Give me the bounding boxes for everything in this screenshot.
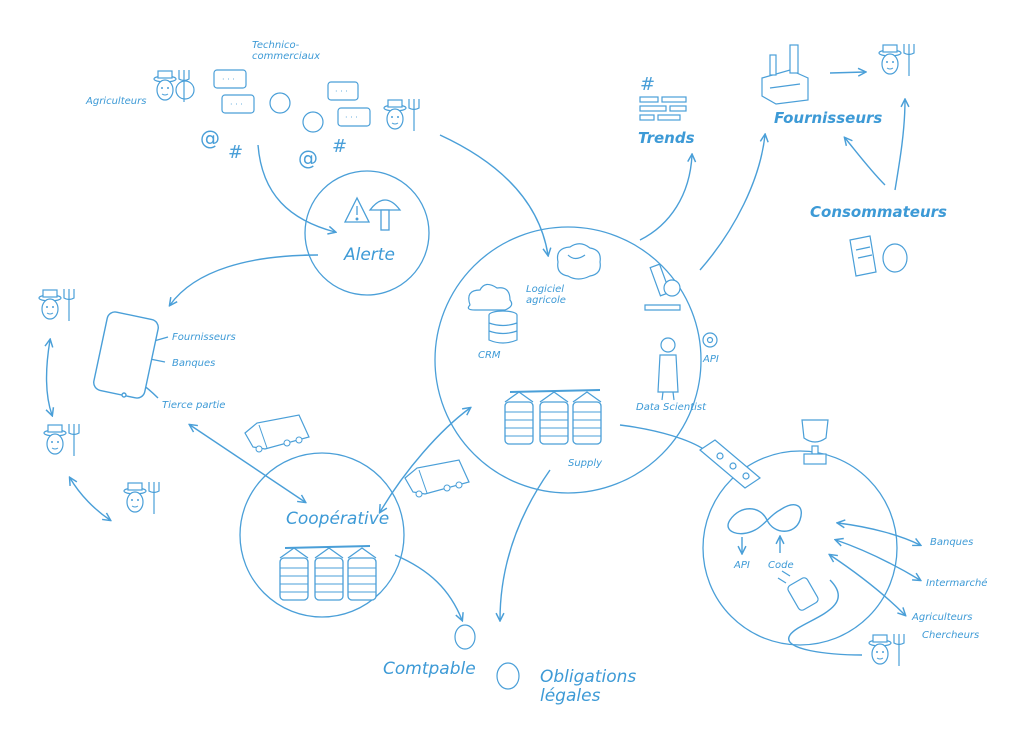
chercheurs-label: Chercheurs	[922, 630, 980, 641]
power-strip-icon	[699, 439, 761, 489]
hashtag-icon: #	[332, 136, 347, 157]
farmer-icon	[153, 69, 190, 103]
arrow-center-to-trends	[639, 155, 692, 241]
svg-text:· · ·: · · ·	[230, 100, 243, 109]
svg-text:· · ·: · · ·	[222, 75, 235, 84]
alerte-circle	[304, 170, 430, 296]
silo-icon	[279, 547, 309, 601]
person-icon	[454, 624, 520, 690]
arrow-social-to-alerte	[257, 144, 335, 232]
alerte-label: Alerte	[344, 245, 395, 265]
tierce-label: Tierce partie	[162, 400, 226, 411]
arrow-center-to-cooperative	[380, 408, 470, 512]
social-cluster: · · · · · · · · · · · ·	[175, 69, 371, 133]
at-sign-icon: @	[298, 146, 318, 170]
infinity-icon	[727, 504, 802, 535]
crm-label: CRM	[478, 350, 501, 361]
arrow-center-to-fournisseurs	[699, 135, 765, 271]
arrow-social-to-center	[439, 134, 548, 255]
trends-label: Trends	[638, 129, 695, 147]
factory-icon	[761, 44, 809, 105]
silo-bridge	[284, 545, 371, 549]
central-circle	[434, 226, 702, 494]
farmer-icon	[868, 633, 905, 667]
phone-fournisseurs-label: Fournisseurs	[172, 332, 236, 343]
arrow-supply-to-obligations	[500, 469, 551, 620]
arrow-phone-to-cooperative	[190, 425, 305, 502]
at-sign-icon: @	[200, 126, 220, 150]
farmer-icon	[38, 288, 75, 322]
database-icon	[488, 310, 518, 344]
agriculteurs-right-label: Agriculteurs	[912, 612, 973, 623]
receipt-icon	[849, 235, 877, 277]
person-icon	[882, 243, 908, 273]
phone-banques-label: Banques	[172, 358, 216, 369]
microscope-icon	[644, 263, 681, 311]
data-scientist-label: Data Scientist	[636, 402, 706, 413]
arrow-consumers-to-factory	[845, 138, 886, 186]
arrow-factory-to-farmer	[829, 72, 865, 73]
arrow-api-intermarche	[836, 540, 920, 580]
arrow-cooperative-to-comptable	[394, 554, 462, 620]
fournisseurs-label: Fournisseurs	[774, 109, 883, 127]
consommateurs-label: Consommateurs	[810, 203, 947, 221]
cable-to-power-strip	[619, 424, 706, 451]
api-top-label: API	[703, 354, 719, 365]
cooperative-circle	[239, 452, 405, 618]
silo-icon	[504, 391, 534, 445]
farmer-icon	[878, 43, 915, 77]
arrow-phone-farmer-link-1	[46, 340, 52, 415]
hashtag-icon: #	[640, 74, 655, 95]
truck-icon	[244, 414, 310, 453]
plug-icon	[777, 570, 819, 611]
scientist-icon	[657, 337, 679, 401]
obligations-label: Obligations légales	[540, 667, 637, 706]
plug-cable	[788, 579, 863, 656]
arrow-consumers-to-farmer	[894, 100, 905, 191]
cloud-icon	[467, 283, 513, 311]
code-label: Code	[768, 560, 794, 571]
cooperative-label: Coopérative	[286, 509, 390, 529]
silo-icon	[572, 391, 602, 445]
hashtag-icon: #	[228, 142, 243, 163]
agriculteurs-top-label: Agriculteurs	[86, 96, 147, 107]
banques-right-label: Banques	[930, 537, 974, 548]
mushroom-icon	[368, 199, 402, 231]
supply-label: Supply	[568, 458, 603, 469]
farmer-icon	[123, 481, 160, 515]
logiciel-label: Logiciel agricole	[526, 284, 566, 306]
api-bottom-label: API	[734, 560, 750, 571]
gear-icon	[702, 332, 718, 348]
silo-icon	[347, 547, 377, 601]
farmer-icon	[43, 423, 80, 457]
trophy-icon	[801, 419, 829, 465]
arrow-api-agriculteurs	[830, 555, 905, 615]
intermarche-label: Intermarché	[926, 578, 988, 589]
phone-icon	[93, 311, 159, 399]
silo-bridge	[509, 389, 601, 393]
farmer-icon	[383, 98, 420, 132]
silo-icon	[314, 547, 344, 601]
truck-icon	[404, 459, 470, 498]
trends-bars	[639, 96, 687, 121]
arrow-api-banques	[838, 523, 920, 545]
comptable-label: Comtpable	[383, 659, 476, 679]
warning-icon	[343, 196, 371, 223]
silo-icon	[539, 391, 569, 445]
brain-icon	[556, 243, 601, 280]
api-circle	[702, 450, 898, 646]
svg-text:· · ·: · · ·	[345, 113, 358, 122]
arrow-alerte-to-phone	[170, 254, 319, 305]
technico-label: Technico- commerciaux	[252, 40, 321, 62]
arrow-phone-farmer-link-2	[70, 478, 110, 520]
svg-text:· · ·: · · ·	[335, 87, 348, 96]
